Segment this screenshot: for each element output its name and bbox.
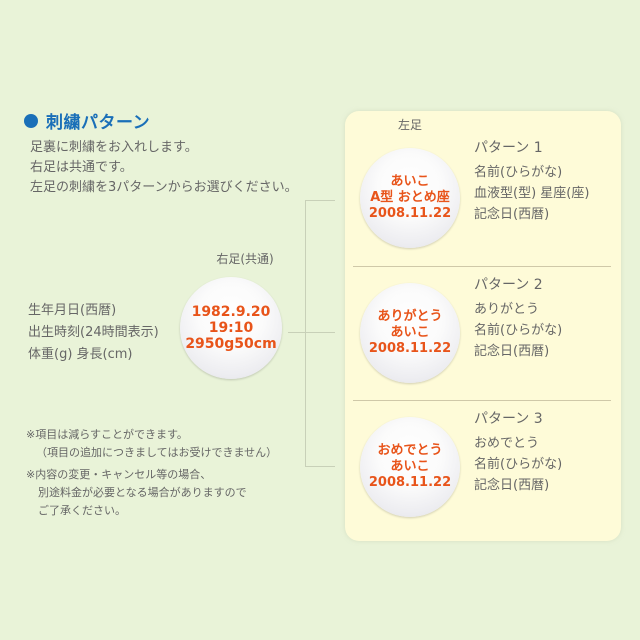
right-foot-item: 出生時刻(24時間表示) (28, 325, 159, 340)
embroidery-line: 2950g50cm (185, 336, 277, 352)
intro-line: 左足の刺繍を3パターンからお選びください。 (30, 180, 298, 195)
connector-top (305, 200, 335, 201)
pattern-3-embroidery-circle: おめでとう あいこ 2008.11.22 (360, 417, 460, 517)
note-line: ※項目は減らすことができます。 (26, 428, 188, 441)
section-title: 刺繍パターン (24, 108, 150, 133)
bullet-icon (24, 113, 38, 128)
embroidery-line: ありがとう (377, 309, 443, 324)
embroidery-line: あいこ (390, 174, 430, 189)
embroidery-line: あいこ (390, 459, 430, 474)
notes: ※項目は減らすことができます。 （項目の追加につきましてはお受けできません） ※… (26, 426, 277, 520)
pattern-item: 記念日(西暦) (474, 207, 550, 222)
pattern-divider (353, 400, 611, 401)
right-foot-label: 右足(共通) (216, 252, 274, 266)
connector-bottom (305, 466, 335, 467)
right-foot-embroidery-circle: 1982.9.20 19:10 2950g50cm (180, 277, 282, 379)
embroidery-line: あいこ (390, 325, 430, 340)
note-line: （項目の追加につきましてはお受けできません） (36, 446, 278, 459)
right-foot-item: 生年月日(西暦) (28, 303, 117, 318)
intro-line: 右足は共通です。 (30, 160, 133, 175)
pattern-divider (353, 266, 611, 267)
pattern-item: 記念日(西暦) (474, 478, 550, 493)
embroidery-line: 1982.9.20 (191, 304, 271, 320)
pattern-1-embroidery-circle: あいこ A型 おとめ座 2008.11.22 (360, 148, 460, 248)
right-foot-items: 生年月日(西暦) 出生時刻(24時間表示) 体重(g) 身長(cm) (28, 300, 159, 366)
intro-line: 足裏に刺繍をお入れします。 (30, 140, 198, 155)
right-foot-item: 体重(g) 身長(cm) (28, 347, 133, 362)
pattern-2-info: パターン 2 ありがとう 名前(ひらがな) 記念日(西暦) (474, 275, 562, 362)
embroidery-line: おめでとう (377, 443, 443, 458)
note-line: ご了承ください。 (38, 504, 126, 517)
pattern-3-info: パターン 3 おめでとう 名前(ひらがな) 記念日(西暦) (474, 409, 562, 496)
pattern-item: 血液型(型) 星座(座) (474, 186, 590, 201)
pattern-title: パターン 1 (474, 140, 543, 156)
connector-middle (288, 332, 335, 333)
pattern-item: ありがとう (474, 302, 540, 317)
pattern-2-embroidery-circle: ありがとう あいこ 2008.11.22 (360, 283, 460, 383)
embroidery-line: 2008.11.22 (368, 341, 452, 356)
embroidery-line: 2008.11.22 (368, 206, 452, 221)
section-title-text: 刺繍パターン (46, 113, 151, 133)
pattern-item: 記念日(西暦) (474, 344, 550, 359)
pattern-1-info: パターン 1 名前(ひらがな) 血液型(型) 星座(座) 記念日(西暦) (474, 138, 589, 225)
pattern-title: パターン 2 (474, 277, 543, 293)
pattern-item: 名前(ひらがな) (474, 165, 563, 180)
embroidery-line: 2008.11.22 (368, 475, 452, 490)
pattern-item: 名前(ひらがな) (474, 323, 563, 338)
embroidery-line: 19:10 (208, 320, 254, 336)
embroidery-line: A型 おとめ座 (370, 190, 450, 205)
pattern-item: 名前(ひらがな) (474, 457, 563, 472)
note-line: 別途料金が必要となる場合がありますので (38, 486, 247, 499)
left-foot-label: 左足 (397, 118, 422, 132)
connector-vertical (305, 200, 306, 466)
note-line: ※内容の変更・キャンセル等の場合、 (26, 468, 212, 481)
pattern-item: おめでとう (474, 436, 540, 451)
pattern-title: パターン 3 (474, 411, 543, 427)
intro-text: 足裏に刺繍をお入れします。 右足は共通です。 左足の刺繍を3パターンからお選びく… (30, 138, 298, 198)
left-foot-panel: あいこ A型 おとめ座 2008.11.22 パターン 1 名前(ひらがな) 血… (345, 111, 621, 541)
